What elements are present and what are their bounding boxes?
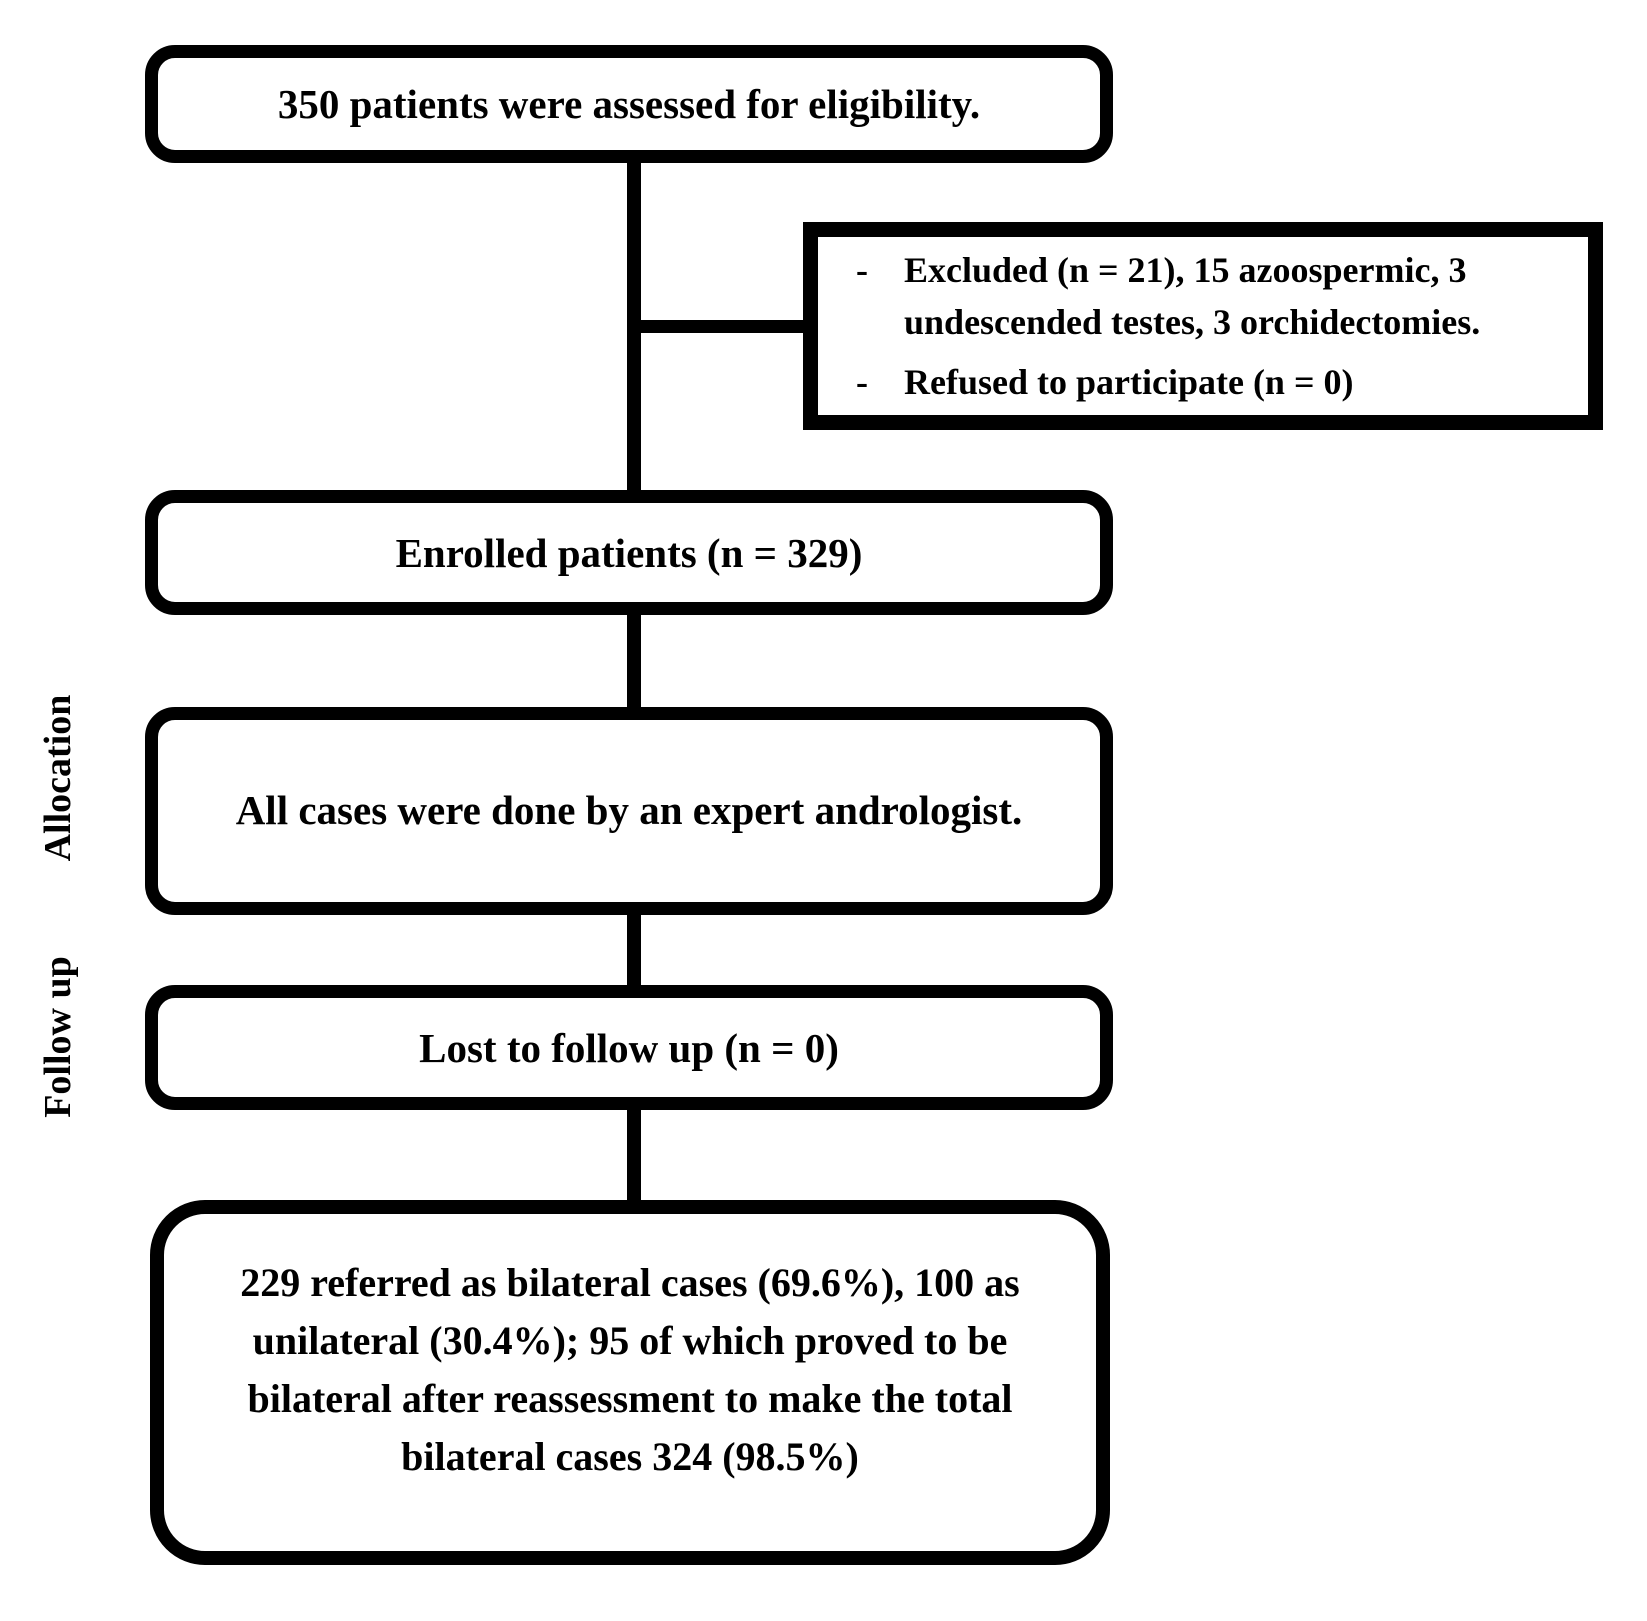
excluded-branch-line [633, 320, 813, 333]
enrolled-patients-box: Enrolled patients (n = 329) [145, 490, 1113, 615]
allocation-box: All cases were done by an expert androlo… [145, 707, 1113, 915]
excluded-item-text: Excluded (n = 21), 15 azoospermic, 3 und… [904, 250, 1481, 342]
excluded-item-bullet: - [856, 362, 868, 402]
followup-side-label: Follow up [37, 956, 79, 1118]
enrolled-patients-text: Enrolled patients (n = 329) [395, 529, 863, 576]
assessed-eligibility-box: 350 patients were assessed for eligibili… [145, 45, 1113, 163]
excluded-item-text: Refused to participate (n = 0) [904, 362, 1354, 402]
outcome-box: 229 referred as bilateral cases (69.6%),… [150, 1200, 1110, 1565]
allocation-side-label: Allocation [37, 694, 79, 862]
outcome-text: 229 referred as bilateral cases (69.6%),… [240, 1260, 1020, 1479]
vertical-connector-line [627, 155, 641, 1210]
lost-to-followup-box: Lost to follow up (n = 0) [145, 985, 1113, 1110]
assessed-eligibility-text: 350 patients were assessed for eligibili… [277, 81, 981, 127]
lost-to-followup-text: Lost to follow up (n = 0) [419, 1024, 839, 1071]
excluded-item-bullet: - [856, 250, 868, 290]
excluded-box: - Excluded (n = 21), 15 azoospermic, 3 u… [803, 222, 1603, 430]
allocation-text: All cases were done by an expert androlo… [235, 787, 1023, 834]
excluded-item: - Excluded (n = 21), 15 azoospermic, 3 u… [826, 244, 1580, 348]
excluded-item: - Refused to participate (n = 0) [826, 356, 1580, 408]
